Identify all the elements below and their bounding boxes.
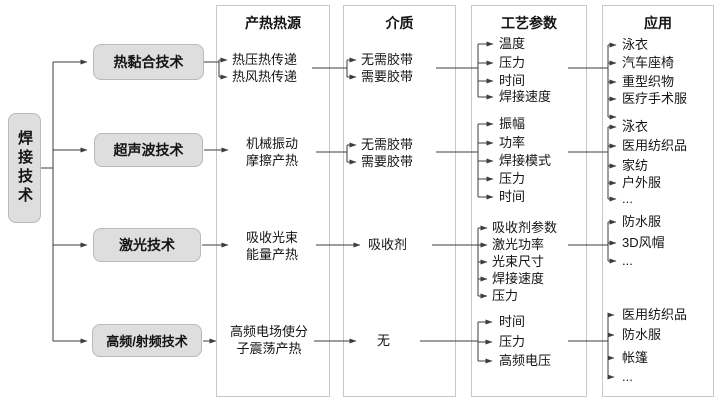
application-item: 帐篷 — [622, 350, 649, 365]
heat-source-line: 能量产热 — [245, 247, 298, 262]
application-item: 家纺 — [622, 158, 649, 173]
medium-item: 吸收剂 — [368, 237, 408, 252]
heat-source-cell-laser: 吸收光束 能量产热 — [222, 229, 322, 263]
heat-source-cell-high-frequency: 高频电场使分 子震荡产热 — [214, 323, 324, 357]
process-param-item: 焊接模式 — [499, 153, 552, 168]
branch-label: 超声波技术 — [113, 142, 184, 158]
medium-item: 需要胶带 — [361, 69, 414, 84]
process-param-item: 压力 — [492, 288, 519, 303]
heat-source-line: 摩擦产热 — [245, 153, 298, 168]
row4-connectors — [203, 312, 615, 380]
root-connectors — [41, 59, 88, 344]
application-item: ... — [622, 109, 633, 124]
application-item: ... — [622, 191, 633, 206]
root-node-label: 焊接技术 — [16, 130, 33, 206]
process-param-item: 压力 — [499, 334, 526, 349]
branch-node-ultrasonic: 超声波技术 — [94, 133, 203, 167]
column-box-medium — [343, 5, 456, 397]
process-param-item: 振幅 — [499, 116, 526, 131]
column-header-medium: 介质 — [385, 15, 414, 31]
medium-item: 无需胶带 — [361, 52, 414, 67]
branch-label: 热黏合技术 — [113, 54, 184, 70]
column-box-applications — [602, 5, 714, 397]
application-item: 医疗手术服 — [622, 91, 688, 106]
column-header-process-params: 工艺参数 — [501, 15, 557, 31]
application-item: 户外服 — [622, 175, 662, 190]
process-param-item: 压力 — [499, 55, 526, 70]
branch-node-thermal-bonding: 热黏合技术 — [93, 44, 204, 80]
row3-connectors — [202, 219, 617, 299]
process-param-item: 焊接速度 — [492, 271, 545, 286]
application-item: 防水服 — [622, 327, 662, 342]
root-node-welding-technology: 焊接技术 — [8, 113, 41, 223]
medium-item: 无需胶带 — [361, 137, 414, 152]
column-header-applications: 应用 — [644, 15, 672, 31]
application-item: 防水服 — [622, 214, 662, 229]
process-param-item: 焊接速度 — [499, 89, 552, 104]
process-param-item: 光束尺寸 — [492, 254, 545, 269]
application-item: 泳衣 — [622, 119, 649, 134]
process-param-item: 激光功率 — [492, 237, 545, 252]
heat-source-line: 机械振动 — [245, 136, 298, 151]
branch-label: 高频/射频技术 — [106, 334, 188, 349]
medium-item: 需要胶带 — [361, 154, 414, 169]
branch-node-high-frequency: 高频/射频技术 — [92, 324, 202, 357]
process-param-item: 高频电压 — [499, 353, 552, 368]
column-box-process-params — [471, 5, 587, 397]
process-param-item: 功率 — [499, 135, 526, 150]
application-item: 汽车座椅 — [622, 55, 675, 70]
row2-connectors — [204, 121, 617, 202]
heat-source-line: 高频电场使分 — [229, 324, 308, 339]
process-param-item: 压力 — [499, 171, 526, 186]
application-item: 3D风帽 — [622, 235, 665, 250]
application-item: 泳衣 — [622, 37, 649, 52]
branch-label: 激光技术 — [119, 237, 175, 253]
process-param-item: 时间 — [499, 189, 526, 204]
process-param-item: 时间 — [499, 314, 526, 329]
heat-source-cell-ultrasonic: 机械振动 摩擦产热 — [222, 135, 322, 169]
column-box-heat-source — [216, 5, 330, 397]
heat-source-item: 热风热传递 — [232, 69, 298, 84]
process-param-item: 吸收剂参数 — [492, 220, 558, 235]
heat-source-line: 子震荡产热 — [236, 341, 302, 356]
application-item: 医用纺织品 — [622, 138, 688, 153]
application-item: ... — [622, 253, 633, 268]
column-header-heat-source: 产热热源 — [245, 15, 301, 31]
branch-node-laser: 激光技术 — [93, 228, 201, 262]
row1-connectors — [204, 41, 617, 120]
heat-source-item: 热压热传递 — [232, 52, 298, 67]
medium-item: 无 — [377, 333, 391, 348]
process-param-item: 时间 — [499, 73, 526, 88]
process-param-item: 温度 — [499, 36, 526, 51]
application-item: ... — [622, 369, 633, 384]
heat-source-line: 吸收光束 — [245, 230, 298, 245]
application-item: 医用纺织品 — [622, 307, 688, 322]
application-item: 重型织物 — [622, 74, 675, 89]
